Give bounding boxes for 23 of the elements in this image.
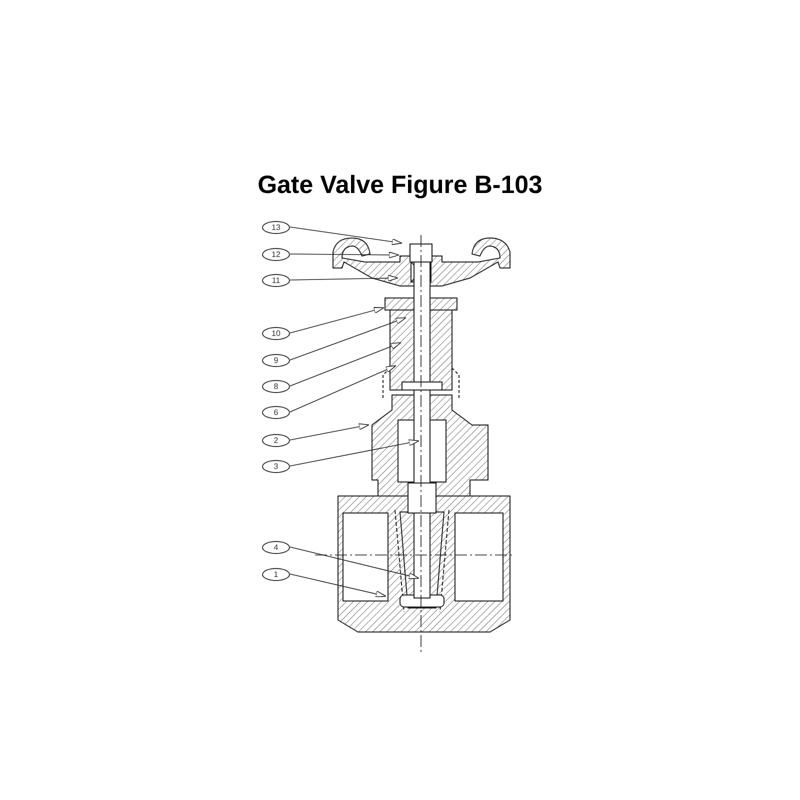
callout-number: 1 [262, 568, 290, 580]
leader-line [290, 574, 386, 598]
callout-number: 6 [262, 406, 290, 418]
callout-number: 12 [262, 248, 290, 260]
callout-number: 8 [262, 380, 290, 392]
leader-line [290, 439, 420, 466]
leader-line [290, 365, 396, 412]
leader-line [290, 274, 398, 282]
diagram-title: Gate Valve Figure B-103 [258, 170, 542, 200]
leader-line [290, 226, 402, 246]
leader-line [290, 546, 420, 580]
callout-number: 13 [262, 220, 290, 234]
callout-number: 10 [262, 326, 290, 340]
leader-line [290, 317, 406, 360]
callout-number: 2 [262, 434, 290, 446]
callout-number: 9 [262, 354, 290, 366]
callout-number: 3 [262, 460, 290, 472]
leader-line [290, 342, 402, 386]
callout-number: 11 [262, 274, 290, 286]
leader-line [290, 307, 384, 334]
leader-line [290, 252, 400, 258]
callout-number: 4 [262, 540, 290, 554]
leader-line [290, 423, 370, 440]
